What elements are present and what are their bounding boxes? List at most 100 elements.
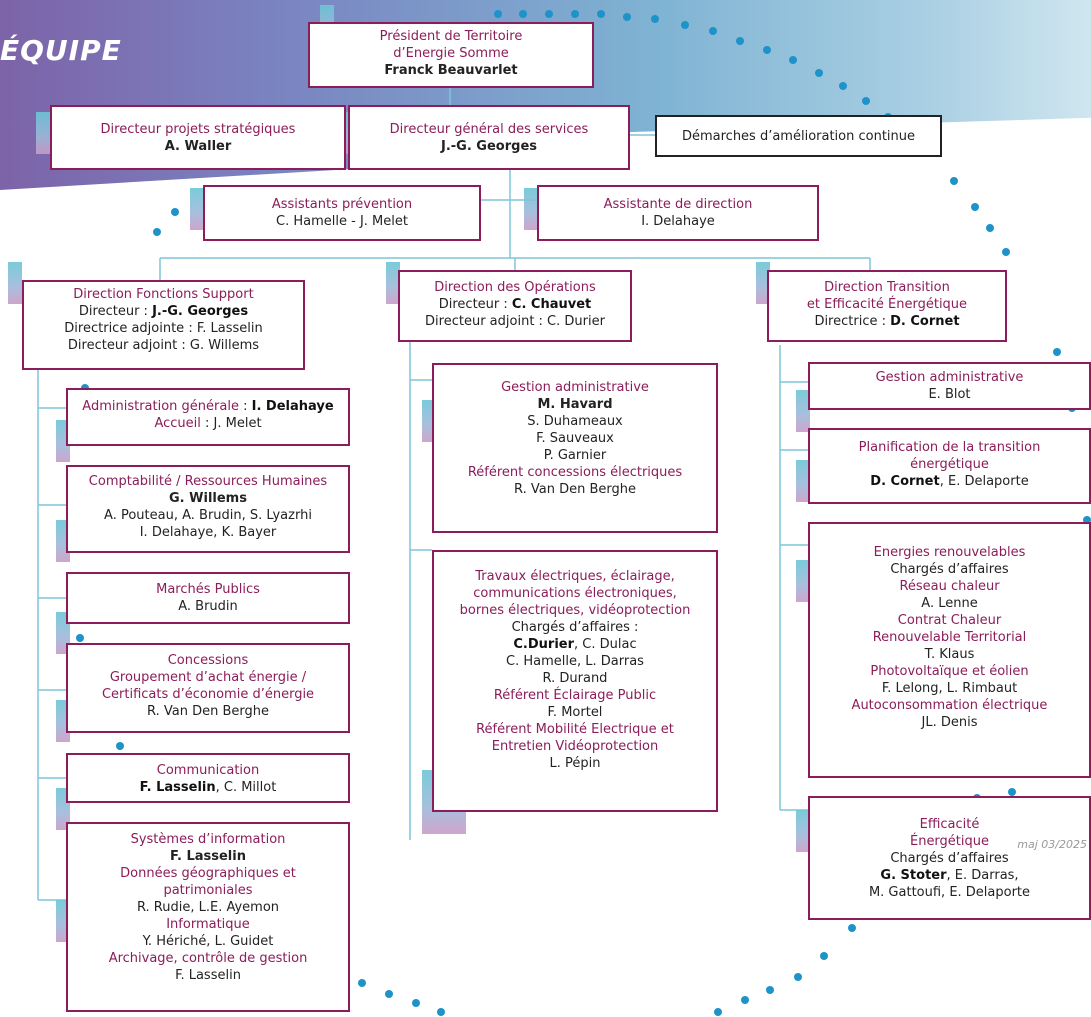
referent-eclairage-title: Référent Éclairage Public bbox=[493, 688, 657, 703]
autoconsommation-title: Autoconsommation électrique bbox=[851, 698, 1048, 713]
marches-publics-title: Marchés Publics bbox=[156, 582, 260, 597]
operations-directeur-adjoint: Directeur adjoint : C. Durier bbox=[425, 314, 605, 329]
accent-block bbox=[524, 188, 538, 230]
communication-box: Communication F. Lasselin, C. Millot bbox=[66, 753, 350, 803]
assistants-prevention-names: C. Hamelle - J. Melet bbox=[276, 214, 408, 229]
referent-eclairage-name: F. Mortel bbox=[547, 705, 603, 720]
enr-title: Energies renouvelables bbox=[873, 545, 1026, 560]
accueil-line: Accueil : J. Melet bbox=[154, 416, 262, 431]
travaux-names-3: R. Durand bbox=[542, 671, 608, 686]
communication-names: F. Lasselin, C. Millot bbox=[139, 780, 277, 795]
update-date: maj 03/2025 bbox=[1017, 838, 1087, 851]
operations-title: Direction des Opérations bbox=[434, 280, 596, 295]
efficacite-title-2: Énergétique bbox=[909, 834, 989, 849]
gestion-administrative-name-3: P. Garnier bbox=[543, 448, 607, 463]
support-directeur: Directeur : J.-G. Georges bbox=[78, 304, 249, 319]
referent-mobilite-name: L. Pépin bbox=[549, 756, 601, 771]
comptabilite-rh-box: Comptabilité / Ressources Humaines G. Wi… bbox=[66, 465, 350, 553]
planification-title-2: énergétique bbox=[910, 457, 989, 472]
accent-block bbox=[386, 262, 400, 304]
dgs-name: J.-G. Georges bbox=[441, 139, 537, 154]
efficacite-names-2: M. Gattoufi, E. Delaporte bbox=[868, 885, 1031, 900]
donnees-geo-names: R. Rudie, L.E. Ayemon bbox=[136, 900, 280, 915]
accent-block bbox=[796, 810, 810, 852]
referent-mobilite-title-1: Référent Mobilité Electrique et bbox=[476, 722, 674, 737]
travaux-charges-affaires: Chargés d’affaires : bbox=[511, 620, 639, 635]
gestion-administrative-operations-box: Gestion administrative M. Havard S. Duha… bbox=[432, 363, 718, 533]
travaux-title-3: bornes électriques, vidéoprotection bbox=[459, 603, 691, 618]
support-title: Direction Fonctions Support bbox=[73, 287, 254, 302]
dgs-title: Directeur général des services bbox=[389, 122, 589, 137]
concessions-title: Concessions bbox=[167, 653, 249, 668]
assistante-direction-box: Assistante de direction I. Delahaye bbox=[537, 185, 819, 241]
gestion-administrative-name-1: S. Duhameaux bbox=[527, 414, 623, 429]
gestion-administrative-transition-box: Gestion administrative E. Blot bbox=[808, 362, 1091, 410]
certificats-title: Certificats d’économie d’énergie bbox=[101, 687, 315, 702]
efficacite-charges-affaires: Chargés d’affaires bbox=[890, 851, 1009, 866]
accent-block bbox=[756, 262, 770, 304]
directeur-projets-box: Directeur projets stratégiques A. Waller bbox=[50, 105, 346, 170]
travaux-names-1: C.Durier, C. Dulac bbox=[513, 637, 637, 652]
comptabilite-rh-lead: G. Willems bbox=[169, 491, 247, 506]
assistante-direction-title: Assistante de direction bbox=[603, 197, 753, 212]
enr-charges-affaires: Chargés d’affaires bbox=[890, 562, 1009, 577]
energies-renouvelables-box: Energies renouvelables Chargés d’affaire… bbox=[808, 522, 1091, 778]
comptabilite-rh-names-1: A. Pouteau, A. Brudin, S. Lyazrhi bbox=[104, 508, 312, 523]
support-directeur-adjoint: Directeur adjoint : G. Willems bbox=[67, 338, 260, 353]
travaux-title-1: Travaux électriques, éclairage, bbox=[475, 569, 675, 584]
concessions-box: Concessions Groupement d’achat énergie /… bbox=[66, 643, 350, 733]
communication-title: Communication bbox=[156, 763, 260, 778]
systemes-information-box: Systèmes d’information F. Lasselin Donné… bbox=[66, 822, 350, 1012]
marches-publics-box: Marchés Publics A. Brudin bbox=[66, 572, 350, 624]
directeur-projets-title: Directeur projets stratégiques bbox=[100, 122, 296, 137]
administration-generale-box: Administration générale : I. Delahaye Ac… bbox=[66, 388, 350, 446]
president-title-line1: Président de Territoire bbox=[379, 29, 523, 44]
transition-directrice: Directrice : D. Cornet bbox=[814, 314, 960, 329]
gestion-administrative-title: Gestion administrative bbox=[501, 380, 649, 395]
dgs-box: Directeur général des services J.-G. Geo… bbox=[348, 105, 630, 170]
gestion-administrative-lead: M. Havard bbox=[537, 397, 613, 412]
accent-block bbox=[8, 262, 22, 304]
direction-operations-box: Direction des Opérations Directeur : C. … bbox=[398, 270, 632, 342]
direction-fonctions-support-box: Direction Fonctions Support Directeur : … bbox=[22, 280, 305, 370]
operations-directeur: Directeur : C. Chauvet bbox=[438, 297, 592, 312]
accent-block bbox=[796, 560, 810, 602]
accent-block bbox=[796, 390, 810, 432]
reseau-chaleur-title: Réseau chaleur bbox=[899, 579, 1000, 594]
president-title-line2: d’Energie Somme bbox=[393, 46, 509, 61]
support-directrice-adjointe: Directrice adjointe : F. Lasselin bbox=[64, 321, 263, 336]
comptabilite-rh-title: Comptabilité / Ressources Humaines bbox=[88, 474, 328, 489]
informatique-names: Y. Hériché, L. Guidet bbox=[142, 934, 274, 949]
planification-transition-box: Planification de la transition énergétiq… bbox=[808, 428, 1091, 504]
archivage-names: F. Lasselin bbox=[175, 968, 241, 983]
assistants-prevention-box: Assistants prévention C. Hamelle - J. Me… bbox=[203, 185, 481, 241]
direction-transition-box: Direction Transition et Efficacité Énerg… bbox=[767, 270, 1007, 342]
transition-gestion-title: Gestion administrative bbox=[875, 370, 1024, 385]
informatique-title: Informatique bbox=[166, 917, 250, 932]
assistante-direction-names: I. Delahaye bbox=[641, 214, 715, 229]
contrat-chaleur-title-2: Renouvelable Territorial bbox=[872, 630, 1027, 645]
contrat-chaleur-name: T. Klaus bbox=[924, 647, 975, 662]
assistants-prevention-title: Assistants prévention bbox=[271, 197, 413, 212]
amelioration-continue-label: Démarches d’amélioration continue bbox=[681, 129, 916, 144]
archivage-title: Archivage, contrôle de gestion bbox=[108, 951, 308, 966]
page-title: ÉQUIPE bbox=[0, 34, 122, 67]
transition-gestion-names: E. Blot bbox=[928, 387, 971, 402]
photovoltaique-title: Photovoltaïque et éolien bbox=[870, 664, 1029, 679]
accent-block bbox=[36, 112, 50, 154]
efficacite-names-1: G. Stoter, E. Darras, bbox=[880, 868, 1019, 883]
accent-block bbox=[190, 188, 204, 230]
efficacite-energetique-box: Efficacité Énergétique Chargés d’affaire… bbox=[808, 796, 1091, 920]
transition-title-1: Direction Transition bbox=[824, 280, 950, 295]
administration-generale-line: Administration générale : I. Delahaye bbox=[82, 399, 334, 414]
travaux-names-2: C. Hamelle, L. Darras bbox=[506, 654, 644, 669]
comptabilite-rh-names-2: I. Delahaye, K. Bayer bbox=[139, 525, 277, 540]
travaux-title-2: communications électroniques, bbox=[473, 586, 677, 601]
referent-concessions-name: R. Van Den Berghe bbox=[514, 482, 636, 497]
planification-names: D. Cornet, E. Delaporte bbox=[870, 474, 1029, 489]
systemes-information-title: Systèmes d’information bbox=[130, 832, 286, 847]
accent-block bbox=[796, 460, 810, 502]
autoconsommation-name: JL. Denis bbox=[921, 715, 978, 730]
planification-title-1: Planification de la transition bbox=[858, 440, 1041, 455]
donnees-geo-title-1: Données géographiques et bbox=[120, 866, 296, 881]
